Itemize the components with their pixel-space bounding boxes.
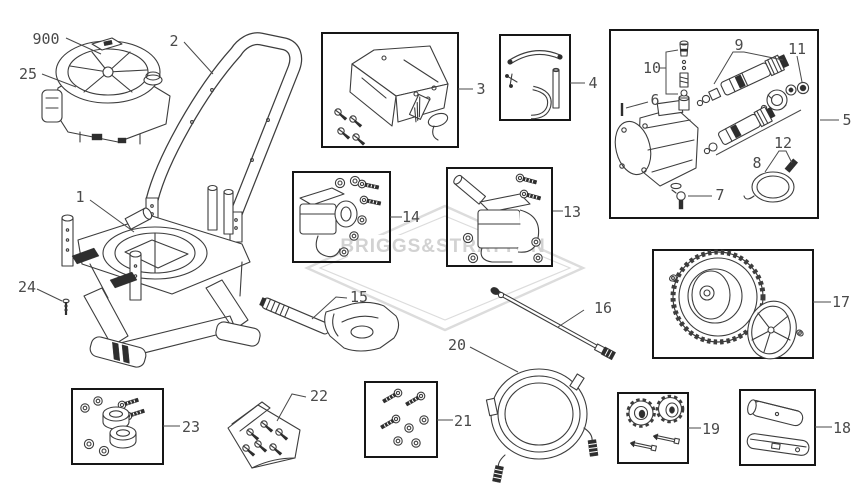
hose-end-fitting-left	[492, 465, 504, 483]
frame-pipe-stub	[124, 207, 153, 230]
callout-12: 12	[764, 134, 793, 173]
wand: 16	[490, 287, 616, 361]
callout-5: 5	[820, 111, 852, 129]
frame-assembly: 1 24	[18, 184, 261, 368]
callout-10: 10	[643, 59, 666, 77]
star-knob-2	[655, 394, 685, 424]
callout-18: 18	[815, 419, 851, 437]
callout-900: 900	[32, 30, 102, 55]
seal-kit: 11	[788, 40, 810, 95]
small-fitting	[505, 73, 518, 88]
handle-clamp-right-box: 13	[446, 167, 581, 267]
coupler-nut	[760, 84, 797, 112]
bolt-nut-kit-box: 21	[364, 381, 472, 458]
star-knob-1	[626, 398, 656, 428]
callout-3: 3	[458, 80, 486, 98]
upper-wand-kit: 9	[696, 36, 790, 107]
callout-label-17: 17	[832, 293, 850, 311]
hardware-bag: 22	[227, 387, 328, 469]
spray-gun: 15	[259, 288, 400, 352]
callout-24: 24	[18, 278, 63, 302]
callout-label-900: 900	[32, 30, 59, 48]
callout-label-9: 9	[734, 36, 743, 54]
pump-assembly-box: 10 6	[609, 29, 852, 219]
callout-label-23: 23	[182, 418, 200, 436]
callout-4: 4	[570, 74, 598, 92]
hose-end-fitting-right	[587, 439, 599, 457]
callout-14: 14	[390, 208, 420, 226]
hose-kit-box: 4	[499, 34, 598, 121]
callout-11: 11	[788, 40, 806, 83]
callout-label-15: 15	[350, 288, 368, 306]
callout-label-5: 5	[842, 111, 851, 129]
chemical-hose: 12	[743, 134, 799, 203]
knob-bolt-kit-box: 19	[617, 392, 720, 464]
callout-label-20: 20	[448, 336, 466, 354]
callout-25: 25	[19, 65, 77, 88]
callout-6: 6	[625, 91, 660, 109]
callout-label-25: 25	[19, 65, 37, 83]
callout-label-22: 22	[310, 387, 328, 405]
callout-label-21: 21	[454, 412, 472, 430]
callout-label-14: 14	[402, 208, 420, 226]
hubcap	[747, 300, 797, 360]
callout-2: 2	[169, 32, 214, 75]
nozzle-holder	[408, 93, 431, 123]
engine-assembly: 900 25	[19, 30, 171, 145]
callout-label-4: 4	[588, 74, 597, 92]
handle-tube: 2	[145, 32, 303, 243]
callout-8: 8	[715, 109, 802, 172]
callout-label-12: 12	[774, 134, 792, 152]
thermal-relief-valve: 7	[671, 186, 725, 210]
callout-9: 9	[713, 36, 784, 85]
pump-body	[614, 94, 699, 190]
callout-21: 21	[437, 412, 472, 430]
grip-2	[746, 433, 810, 456]
pin: 6	[620, 91, 660, 116]
callout-label-11: 11	[788, 40, 806, 58]
grip-kit-box: 18	[739, 389, 851, 466]
callout-17: 17	[813, 293, 850, 311]
high-pressure-hose: 20	[448, 336, 599, 483]
callout-7: 7	[688, 186, 725, 204]
callout-20: 20	[448, 336, 519, 373]
callout-label-3: 3	[476, 80, 485, 98]
callout-label-1: 1	[75, 188, 84, 206]
callout-label-18: 18	[833, 419, 851, 437]
panel-kit-box: 3	[321, 32, 486, 148]
lower-wand-kit: 8	[703, 106, 802, 172]
chemical-injection-kit: 10	[643, 40, 689, 97]
grip-1	[747, 399, 804, 427]
callout-13: 13	[553, 203, 581, 221]
callout-19: 19	[688, 420, 720, 438]
callout-15: 15	[311, 288, 368, 320]
clamp-tube	[453, 174, 487, 205]
callout-16: 16	[557, 299, 612, 328]
callout-22: 22	[276, 387, 328, 422]
wheel-kit-box: 17	[652, 249, 850, 360]
callout-label-19: 19	[702, 420, 720, 438]
callout-label-8: 8	[752, 154, 761, 172]
frame-foot-right	[215, 321, 261, 347]
callout-label-6: 6	[650, 91, 659, 109]
frame-foot-left	[89, 336, 147, 368]
handle-clamp-left-box: 14	[292, 171, 420, 263]
callout-label-7: 7	[715, 186, 724, 204]
callout-1: 1	[75, 188, 135, 233]
callout-label-10: 10	[643, 59, 661, 77]
callout-label-2: 2	[169, 32, 178, 50]
callout-label-16: 16	[594, 299, 612, 317]
frame-screw	[62, 298, 70, 315]
isolator-kit-box: 23	[71, 388, 200, 465]
callout-23: 23	[163, 418, 200, 436]
callout-label-24: 24	[18, 278, 36, 296]
callout-label-13: 13	[563, 203, 581, 221]
